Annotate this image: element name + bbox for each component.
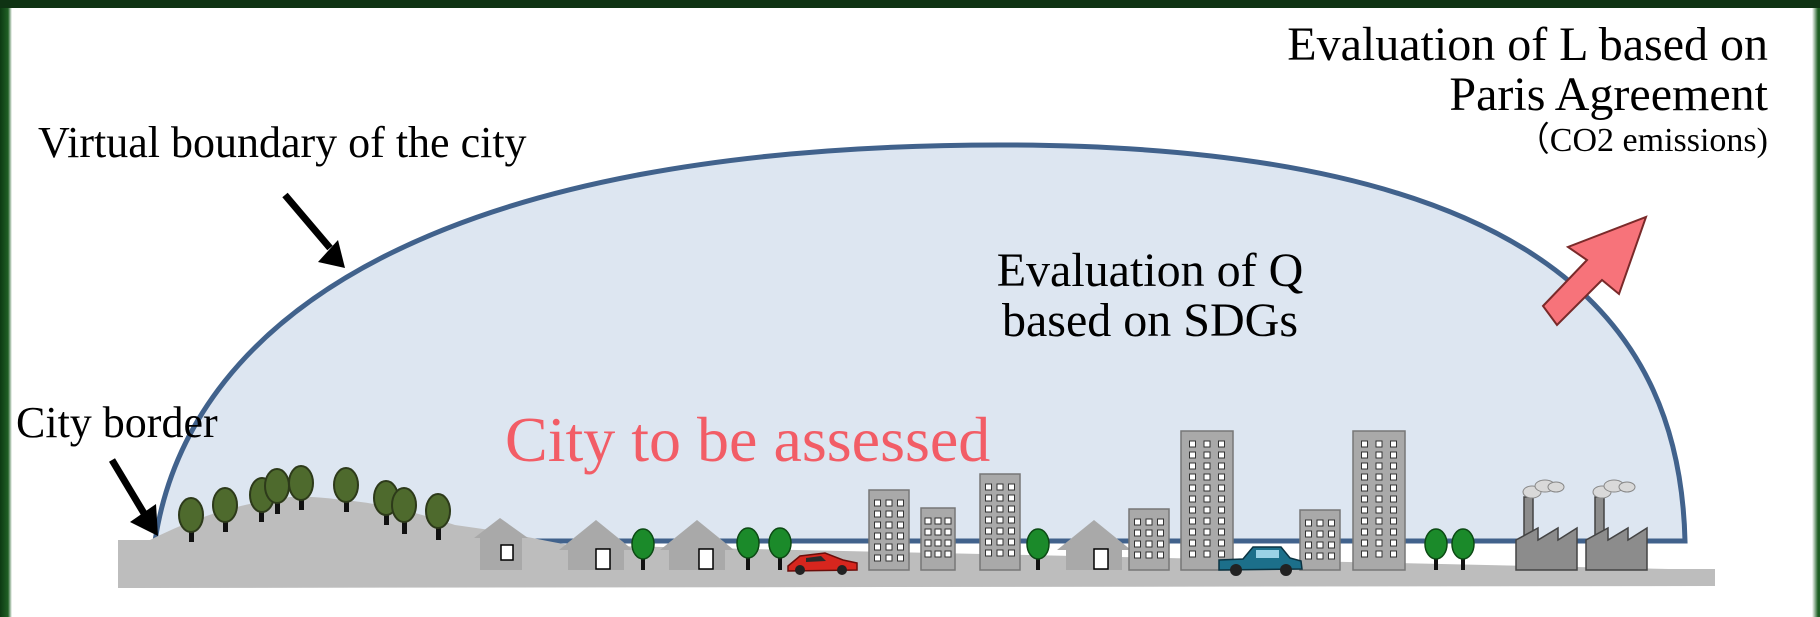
house-icon [474, 518, 528, 570]
tree-icon [768, 527, 792, 570]
houses [474, 518, 1131, 570]
evaluation-l-label: Evaluation of L based on Paris Agreement… [1287, 18, 1768, 159]
smoke-icon [1522, 479, 1636, 499]
city-border-label: City border [16, 398, 218, 447]
tree-icon [425, 493, 451, 540]
factory-icon [1585, 496, 1648, 571]
arrow-icon-virtual [282, 192, 345, 268]
evaluation-l-line2: Paris Agreement [1449, 68, 1768, 122]
building-icon [920, 507, 956, 571]
building-icon [979, 473, 1021, 571]
city-assessed-label: City to be assessed [505, 404, 991, 475]
tree-icon [288, 465, 314, 510]
tree-icon [333, 467, 359, 512]
tree-icon [391, 487, 417, 534]
tree-icon [1451, 528, 1475, 570]
tree-icon [212, 487, 238, 532]
tree-icon [1424, 528, 1448, 570]
hill-trees [178, 465, 451, 542]
tree-icon [1026, 528, 1050, 570]
arrow-icon-pink [1541, 215, 1648, 327]
house-icon [559, 520, 633, 570]
buildings [868, 430, 1406, 571]
evaluation-q-label: Evaluation of Q based on SDGs [950, 244, 1350, 348]
building-icon [1299, 509, 1341, 571]
green-trees [631, 527, 1475, 570]
car-icon-blue [1218, 546, 1303, 576]
hill [150, 496, 470, 545]
tree-icon [178, 497, 204, 542]
house-icon [660, 520, 734, 570]
virtual-boundary-label: Virtual boundary of the city [38, 118, 527, 167]
building-icon [1352, 430, 1406, 571]
building-icon [1180, 430, 1234, 571]
tree-icon [631, 528, 655, 570]
evaluation-q-line2: based on SDGs [1002, 294, 1298, 348]
tree-icon [736, 527, 760, 570]
evaluation-l-line1: Evaluation of L based on [1287, 18, 1768, 71]
evaluation-q-line1: Evaluation of Q [996, 244, 1304, 297]
building-icon [868, 489, 910, 571]
building-icon [1128, 508, 1170, 571]
top-border-bar [0, 0, 1820, 8]
factory-icon [1515, 496, 1578, 571]
arrow-icon-border [108, 458, 158, 536]
car-icon-red [787, 552, 858, 575]
house-icon [1057, 520, 1131, 570]
road [118, 569, 1715, 586]
virtual-boundary-dome [152, 142, 1688, 544]
evaluation-l-line3: （CO2 emissions) [1515, 121, 1768, 159]
